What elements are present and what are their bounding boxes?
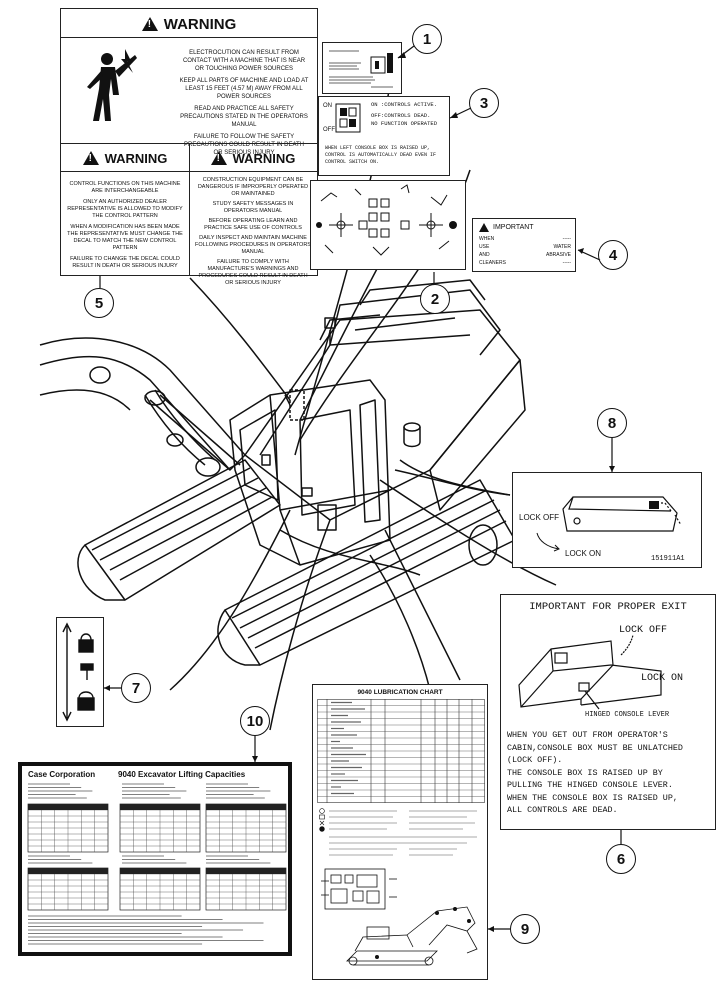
control-pattern-icons (316, 184, 457, 256)
callout-7: 7 (121, 673, 151, 703)
proper-exit-lock-off: LOCK OFF (619, 625, 668, 636)
console-lever-icon (518, 634, 662, 710)
lubrication-machine-diagram (321, 868, 478, 966)
lifting-company: Case Corporation (28, 770, 96, 779)
decal-1 (322, 42, 402, 94)
callout-6: 6 (606, 844, 636, 874)
console-lock-decal: LOCK OFF LOCK ON 151911A1 (512, 472, 702, 568)
lubrication-chart-decal: 9040 LUBRICATION CHART (312, 684, 488, 980)
callout-1: 1 (412, 24, 442, 54)
proper-exit-decal: IMPORTANT FOR PROPER EXIT LOCK OFF LOCK … (500, 594, 716, 830)
callout-8: 8 (597, 408, 627, 438)
lubrication-table (317, 699, 485, 803)
hinged-lever-label: HINGED CONSOLE LEVER (585, 711, 670, 719)
warning-decal: WARNING ELECTROCUTION CAN RESULT FROM CO… (60, 8, 318, 286)
proper-exit-title: IMPORTANT FOR PROPER EXIT (529, 601, 687, 613)
proper-exit-lock-on: LOCK ON (641, 673, 684, 684)
console-box-icon (562, 496, 682, 532)
lock-off-label: LOCK OFF (519, 513, 560, 522)
warning-header-right: WARNING (189, 148, 317, 168)
switch-icon (335, 103, 361, 133)
warning-text-right: CONSTRUCTION EQUIPMENT CAN BE DANGEROUS … (195, 177, 311, 286)
electrocution-icon (87, 49, 137, 121)
on-label: ON (323, 103, 332, 109)
control-pattern-decal (310, 180, 466, 270)
console-switch-note: WHEN LEFT CONSOLE BOX IS RAISED UP, CONT… (325, 145, 437, 165)
callout-2: 2 (420, 284, 450, 314)
callout-5: 5 (84, 288, 114, 318)
curved-arrow-icon (536, 532, 560, 552)
warning-header-top: WARNING (61, 13, 317, 35)
lifting-title: 9040 Excavator Lifting Capacities (118, 770, 246, 779)
callout-10: 10 (240, 706, 270, 736)
lock-decal-vertical (56, 617, 104, 727)
lifting-capacity-decal: Case Corporation 9040 Excavator Lifting … (18, 762, 292, 956)
console-switch-text: ON :CONTROLS ACTIVE. OFF:CONTROLS DEAD. … (371, 101, 438, 127)
lock-on-label: LOCK ON (565, 549, 602, 558)
warning-triangle-icon (210, 151, 227, 165)
callout-9: 9 (510, 914, 540, 944)
warning-triangle-icon (141, 17, 158, 31)
off-label: OFF (323, 127, 335, 133)
callout-3: 3 (469, 88, 499, 118)
warning-triangle-icon (82, 151, 99, 165)
lifting-capacity-tables (27, 783, 287, 945)
warning-triangle-icon (479, 223, 489, 232)
warning-text-left: CONTROL FUNCTIONS ON THIS MACHINE ARE IN… (67, 181, 183, 269)
lubrication-chart-title: 9040 LUBRICATION CHART (357, 689, 443, 696)
callout-4: 4 (598, 240, 628, 270)
decal-8-part-number: 151911A1 (651, 555, 685, 563)
lubrication-legend (319, 808, 477, 856)
warning-header-left: WARNING (61, 148, 189, 168)
warning-label-top: WARNING (163, 15, 237, 33)
important-title: IMPORTANT (493, 224, 534, 231)
console-switch-decal: ON OFF ON :CONTROLS ACTIVE. OFF:CONTROLS… (318, 96, 450, 176)
proper-exit-body: WHEN YOU GET OUT FROM OPERATOR'S CABIN,C… (507, 730, 683, 815)
warning-text-top: ELECTROCUTION CAN RESULT FROM CONTACT WI… (179, 50, 309, 156)
